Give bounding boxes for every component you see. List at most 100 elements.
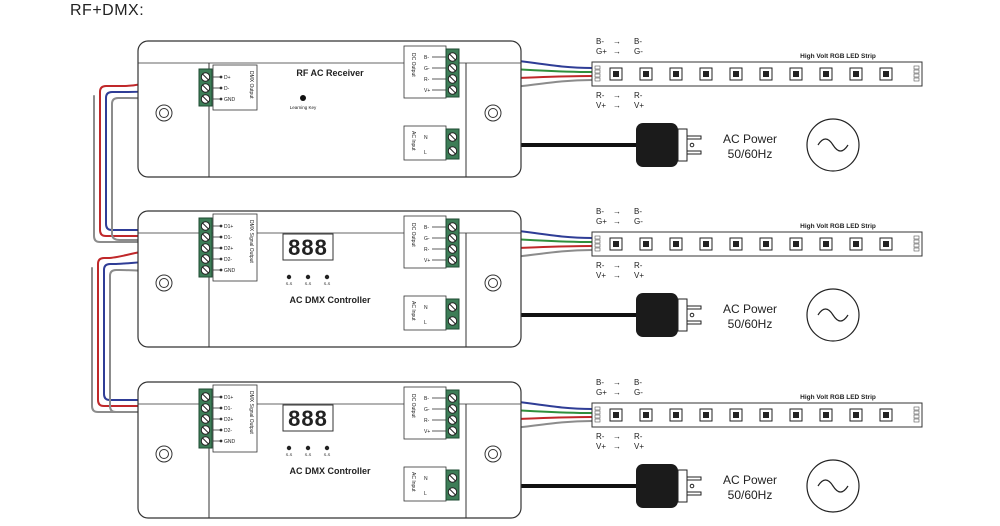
led-chip-core (883, 241, 889, 247)
dc-output-terminal-screw-slot (449, 234, 456, 242)
control-button (324, 445, 330, 451)
led-chip-core (703, 241, 709, 247)
dmx-pin-dot (219, 86, 223, 90)
learning-key-label: Learning Key (290, 105, 317, 110)
ac-input-label: AC Input (410, 472, 416, 492)
ac-pin-label: N (424, 476, 428, 482)
strip-solder-pad (594, 239, 601, 244)
wire-map-from: G+ (596, 217, 607, 226)
dmx-terminal-screw-slot (202, 95, 209, 103)
led-strip-title: High Volt RGB LED Strip (800, 223, 876, 230)
wire-map-to: G- (634, 47, 643, 56)
page-title: RF+DMX: (70, 2, 145, 19)
strip-solder-pad (913, 243, 920, 248)
led-chip-core (643, 412, 649, 418)
mounting-hole-inner (159, 278, 169, 288)
wire-map-to: G- (634, 388, 643, 397)
ac-power-label: AC Power (723, 473, 777, 487)
plug-prong (686, 491, 702, 496)
led-strip-title: High Volt RGB LED Strip (800, 53, 876, 60)
wire-map-to: R- (634, 432, 643, 441)
strip-solder-pad (913, 410, 920, 415)
led-chip-core (703, 71, 709, 77)
power-plug (636, 293, 702, 337)
power-plug (636, 123, 702, 167)
led-chip-core (793, 241, 799, 247)
plug-face (677, 298, 688, 332)
wire-map-arrow: → (613, 37, 621, 46)
ac-input-label-box (403, 125, 447, 161)
dc-output-terminal-screw-slot (449, 405, 456, 413)
ac-power-frequency: 50/60Hz (728, 147, 773, 161)
led-chip-core (883, 71, 889, 77)
led-chip-core (613, 71, 619, 77)
plug-prong (686, 476, 702, 481)
receiver-name: RF AC Receiver (296, 68, 364, 78)
dmx-pin-dot (219, 417, 223, 421)
dc-pin-label: R- (424, 77, 430, 83)
dmx-pin-dot (219, 257, 223, 261)
strip-solder-pad (913, 65, 920, 70)
ac-input-screw-slot (449, 474, 456, 482)
wire-map-from: R- (596, 261, 605, 270)
wire-map-from: V+ (596, 271, 606, 280)
wire-map-from: R- (596, 91, 605, 100)
strip-solder-pad (594, 410, 601, 415)
plug-prong (686, 305, 702, 310)
led-strip-title: High Volt RGB LED Strip (800, 394, 876, 401)
dmx-pin-label: D1- (224, 406, 232, 412)
led-chip-core (763, 412, 769, 418)
strip-solder-pad (594, 69, 601, 74)
unit-body (137, 381, 522, 519)
dc-pin-label: V+ (424, 429, 430, 435)
dmx-terminal-screw-slot (202, 255, 209, 263)
plug-prong (686, 320, 702, 325)
dmx-pin-dot (219, 268, 223, 272)
control-button (305, 445, 311, 451)
dc-output-terminal-screw-slot (449, 64, 456, 72)
wire-map-arrow: → (613, 432, 621, 441)
mounting-hole-inner (159, 449, 169, 459)
ac-input-screw-slot (449, 133, 456, 141)
dmx-link-wire (93, 95, 185, 243)
led-chip-core (703, 412, 709, 418)
mounting-hole-inner (159, 108, 169, 118)
dc-output-terminal (445, 48, 460, 98)
strip-solder-pad (913, 73, 920, 78)
learning-key-button (300, 95, 306, 101)
dmx-pin-dot (219, 97, 223, 101)
ac-input-screw-slot (449, 317, 456, 325)
dmx-pin-label: D1+ (224, 395, 233, 401)
wire-map-to: V+ (634, 442, 644, 451)
wire-map-arrow: → (613, 207, 621, 216)
led-strip: High Volt RGB LED Strip (591, 53, 923, 87)
led-chip-core (763, 241, 769, 247)
strip-solder-pad (594, 73, 601, 78)
dmx-pin-label: GND (224, 268, 236, 274)
mounting-hole-inner (488, 278, 498, 288)
control-button-label: S-S (305, 281, 312, 286)
plug-face (677, 469, 688, 503)
ac-input-label-box (403, 295, 447, 331)
ac-input-screw-slot (449, 147, 456, 155)
dmx-pin-label: D+ (224, 75, 231, 81)
wire-map-from: G+ (596, 388, 607, 397)
led-chip-core (883, 412, 889, 418)
dc-output-terminal-screw-slot (449, 394, 456, 402)
led-chip-core (823, 412, 829, 418)
dc-output-terminal-screw-slot (449, 53, 456, 61)
dmx-pin-label: D1+ (224, 224, 233, 230)
led-chip-core (823, 241, 829, 247)
wire-map-arrow: → (613, 91, 621, 100)
control-button-label: S-S (286, 452, 293, 457)
dc-output-terminal-screw-slot (449, 223, 456, 231)
strip-solder-pad (913, 235, 920, 240)
strip-solder-pad (594, 414, 601, 419)
digit-display-value: 888 (288, 406, 328, 431)
dmx-pin-dot (219, 406, 223, 410)
unit-body (137, 210, 522, 348)
wire-map-from: V+ (596, 101, 606, 110)
dc-output-terminal-screw-slot (449, 427, 456, 435)
dmx-terminal-screw-slot (202, 266, 209, 274)
